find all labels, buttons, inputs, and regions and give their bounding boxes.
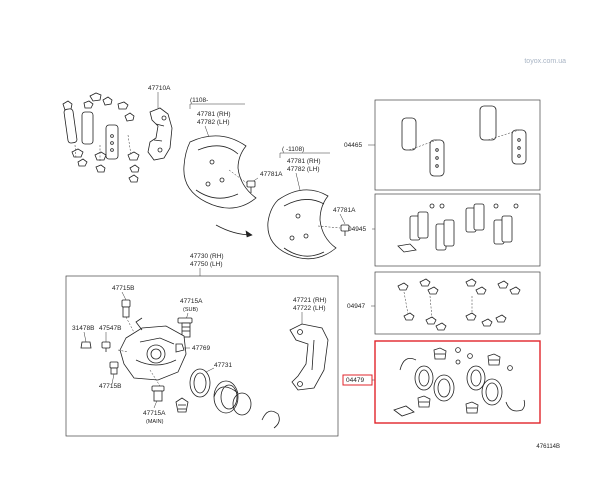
label-47715B-1: 47715B <box>112 285 134 292</box>
bolt-47781A-upper <box>246 180 256 193</box>
watermark: toyox.com.ua <box>524 58 566 65</box>
seal-kit-04479 <box>393 347 526 417</box>
label-04947: 04947 <box>347 303 365 310</box>
label-main: (MAIN) <box>146 419 164 425</box>
shim-set-04945 <box>397 203 519 253</box>
label-47782-lh-2: 47782 (LH) <box>287 166 320 173</box>
kit-box-04947 <box>374 271 541 335</box>
brake-pad <box>81 111 94 145</box>
piston-seal-47731 <box>189 368 211 398</box>
label-47715A-sub: 47715A <box>180 298 203 305</box>
caliper-assembly-box <box>65 275 339 437</box>
caliper-bracket-47721 <box>289 323 329 391</box>
pad-set-04465 <box>401 105 527 177</box>
pad-group-upper-left <box>62 92 140 183</box>
bleeder-47715B-lower <box>109 361 119 375</box>
label-47722-lh: 47722 (LH) <box>293 305 326 312</box>
diagram-code: 476114B <box>536 444 560 450</box>
label-1108-open: (1108- <box>190 97 208 104</box>
cap-31478B <box>80 341 92 349</box>
caliper-body <box>119 317 187 381</box>
label-1108-close: ( -1108) <box>282 146 304 153</box>
kit-box-04945 <box>374 193 541 267</box>
label-47769: 47769 <box>192 345 210 352</box>
label-04465: 04465 <box>344 142 362 149</box>
clip-set-04947 <box>397 278 521 331</box>
label-47781A-1: 47781A <box>260 171 283 178</box>
piston-boot-ring <box>232 392 252 416</box>
pin-47715A-sub <box>177 317 193 338</box>
pin-boot <box>175 397 189 413</box>
snap-ring <box>261 410 280 429</box>
label-47715A-main: 47715A <box>143 410 166 417</box>
dust-shield-lower <box>267 189 337 260</box>
label-47730-rh: 47730 (RH) <box>190 253 224 260</box>
label-47710A: 47710A <box>148 85 171 92</box>
label-47781-rh-2: 47781 (RH) <box>287 158 321 165</box>
dust-shield-upper <box>183 135 257 209</box>
label-04945: 04945 <box>348 226 366 233</box>
label-47721-rh: 47721 (RH) <box>293 297 327 304</box>
label-47781A-2: 47781A <box>333 207 356 214</box>
caliper-mounting-47710A <box>147 107 173 161</box>
label-47547B: 47547B <box>99 325 121 332</box>
bleeder-47715B-upper <box>121 299 139 341</box>
label-47750-lh: 47750 (LH) <box>190 261 223 268</box>
label-47731: 47731 <box>214 362 232 369</box>
boot-47769 <box>175 343 185 353</box>
label-47782-lh-1: 47782 (LH) <box>197 119 230 126</box>
pin-47715A-main <box>151 385 165 402</box>
bolt-47781A-lower <box>340 224 350 236</box>
label-47715B-2: 47715B <box>99 383 121 390</box>
kit-box-04479-highlighted[interactable] <box>374 340 541 424</box>
piston <box>213 380 239 414</box>
kit-box-04465 <box>374 99 541 191</box>
arrow-indicator <box>215 224 253 238</box>
label-04479[interactable]: 04479 <box>346 377 364 384</box>
bleeder-plug-47547B <box>101 341 111 352</box>
brake-pad <box>63 108 78 144</box>
label-sub: (SUB) <box>183 307 198 313</box>
label-47781-rh-1: 47781 (RH) <box>197 111 231 118</box>
label-31478B: 31478B <box>72 325 94 332</box>
